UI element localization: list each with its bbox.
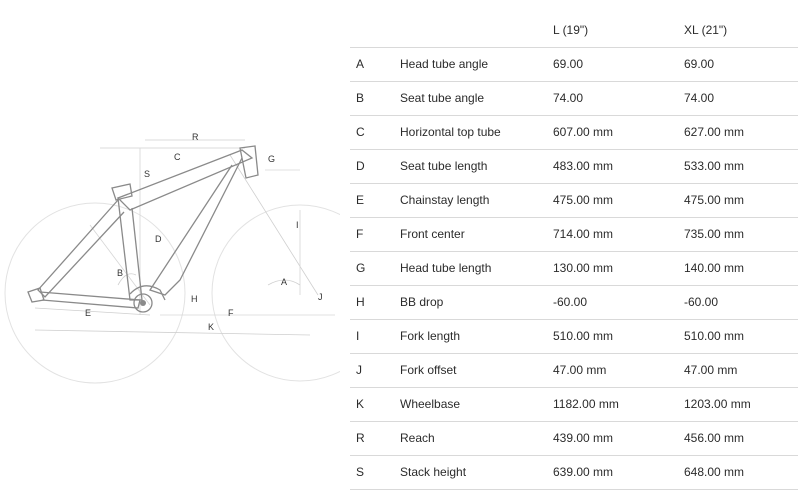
row-key: G (356, 261, 366, 275)
label-d: D (155, 234, 162, 244)
row-value-xl: 456.00 mm (684, 431, 745, 445)
row-key: K (356, 397, 365, 411)
label-s: S (144, 169, 150, 179)
row-value-xl: 648.00 mm (684, 465, 745, 479)
row-measurement-name: Head tube length (400, 261, 492, 275)
row-value-l: 1182.00 mm (553, 397, 619, 411)
label-i: I (296, 220, 299, 230)
label-g: G (268, 154, 275, 164)
row-measurement-name: Head tube angle (400, 57, 489, 71)
table-row: B Seat tube angle 74.00 74.00 (350, 81, 798, 116)
row-key: R (356, 431, 365, 445)
bottom-bracket (140, 300, 146, 306)
table-row: R Reach 439.00 mm 456.00 mm (350, 421, 798, 456)
table-row: D Seat tube length 483.00 mm 533.00 mm (350, 149, 798, 184)
row-value-xl: 627.00 mm (684, 125, 745, 139)
row-value-xl: 74.00 (684, 91, 715, 105)
table-row: I Fork length 510.00 mm 510.00 mm (350, 319, 798, 354)
row-value-xl: 533.00 mm (684, 159, 745, 173)
row-measurement-name: Reach (400, 431, 435, 445)
row-key: I (356, 329, 360, 343)
row-key: B (356, 91, 365, 105)
row-key: H (356, 295, 365, 309)
row-key: S (356, 465, 365, 479)
row-measurement-name: Horizontal top tube (400, 125, 501, 139)
row-measurement-name: Stack height (400, 465, 467, 479)
row-value-l: 475.00 mm (553, 193, 614, 207)
row-key: E (356, 193, 365, 207)
row-value-l: 74.00 (553, 91, 584, 105)
table-row: E Chainstay length 475.00 mm 475.00 mm (350, 183, 798, 218)
row-key: J (356, 363, 362, 377)
row-measurement-name: Seat tube length (400, 159, 488, 173)
row-value-l: 47.00 mm (553, 363, 607, 377)
label-c: C (174, 152, 181, 162)
row-value-l: 69.00 (553, 57, 584, 71)
row-value-xl: 69.00 (684, 57, 715, 71)
column-header-l: L (19") (553, 23, 589, 37)
row-measurement-name: Chainstay length (400, 193, 490, 207)
row-measurement-name: Seat tube angle (400, 91, 485, 105)
label-a: A (281, 277, 287, 287)
table-row: F Front center 714.00 mm 735.00 mm (350, 217, 798, 252)
table-row: H BB drop -60.00 -60.00 (350, 285, 798, 320)
row-value-l: -60.00 (553, 295, 588, 309)
bike-frame-drawing: R C G S I D B A H J E F K (4, 132, 340, 384)
row-value-xl: 735.00 mm (684, 227, 745, 241)
row-value-xl: 1203.00 mm (684, 397, 751, 411)
table-row: J Fork offset 47.00 mm 47.00 mm (350, 353, 798, 388)
row-value-l: 483.00 mm (553, 159, 614, 173)
label-r: R (192, 132, 199, 142)
row-measurement-name: Fork offset (400, 363, 457, 377)
row-value-l: 439.00 mm (553, 431, 614, 445)
row-key: D (356, 159, 365, 173)
label-k: K (208, 322, 214, 332)
label-j: J (318, 292, 323, 302)
row-value-xl: -60.00 (684, 295, 719, 309)
table-row: G Head tube length 130.00 mm 140.00 mm (350, 251, 798, 286)
column-header-xl: XL (21") (684, 23, 728, 37)
row-measurement-name: Wheelbase (400, 397, 461, 411)
row-measurement-name: Front center (400, 227, 465, 241)
table-row: A Head tube angle 69.00 69.00 (350, 47, 798, 82)
table-row: K Wheelbase 1182.00 mm 1203.00 mm (350, 387, 798, 422)
table-row: C Horizontal top tube 607.00 mm 627.00 mm (350, 115, 798, 150)
row-value-xl: 47.00 mm (684, 363, 738, 377)
label-e: E (85, 308, 91, 318)
front-wheel (211, 204, 340, 382)
row-value-xl: 140.00 mm (684, 261, 745, 275)
row-key: A (356, 57, 365, 71)
row-value-l: 130.00 mm (553, 261, 614, 275)
row-measurement-name: Fork length (400, 329, 461, 343)
row-value-xl: 510.00 mm (684, 329, 745, 343)
row-value-l: 510.00 mm (553, 329, 614, 343)
row-measurement-name: BB drop (400, 295, 444, 309)
table-row: S Stack height 639.00 mm 648.00 mm (350, 455, 798, 490)
label-f: F (228, 308, 234, 318)
row-value-l: 639.00 mm (553, 465, 614, 479)
geometry-table: L (19") XL (21") A Head tube angle 69.00 69… (340, 0, 800, 500)
row-value-xl: 475.00 mm (684, 193, 745, 207)
table-header: L (19") XL (21") (350, 13, 798, 48)
row-key: F (356, 227, 364, 241)
row-value-l: 714.00 mm (553, 227, 614, 241)
row-value-l: 607.00 mm (553, 125, 614, 139)
frame-outline (27, 145, 259, 313)
label-h: H (191, 294, 198, 304)
label-b: B (117, 268, 123, 278)
bike-geometry-diagram: R C G S I D B A H J E F K (0, 0, 340, 500)
row-key: C (356, 125, 365, 139)
rear-wheel (4, 202, 186, 384)
